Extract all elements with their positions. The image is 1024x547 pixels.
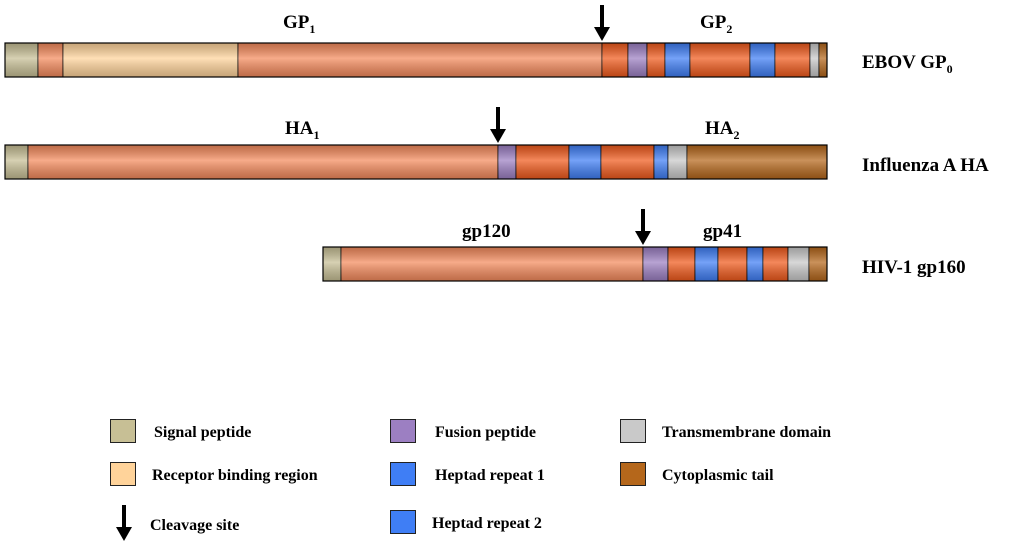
hiv-segment-signal (322, 246, 342, 282)
ebov-segment-dark_orange (601, 42, 629, 78)
flu-subunit2-label: HA2 (705, 118, 740, 142)
ebov-segment-gp_body (237, 42, 603, 78)
flu-bar-outline (4, 144, 828, 180)
ebov-protein-name: EBOV GP0 (862, 52, 953, 76)
flu-segment-gp_body (27, 144, 499, 180)
ebov-segment-signal (4, 42, 39, 78)
ebov-segment-cytoplasmic (818, 42, 828, 78)
ebov-cleavage-arrow-head (594, 27, 610, 41)
ebov-segment-fusion (627, 42, 648, 78)
ebov-segment-gp_body (37, 42, 64, 78)
legend-swatch-fusion (390, 419, 416, 443)
hiv-segment-cytoplasmic (808, 246, 828, 282)
legend-text-hr2: Heptad repeat 2 (432, 515, 542, 532)
ebov-subunit2-label: GP2 (700, 12, 733, 36)
hiv-cleavage-arrow-icon (635, 209, 651, 245)
hiv-segment-heptad (694, 246, 719, 282)
flu-segment-dark_orange (515, 144, 570, 180)
flu-segment-dark_orange (600, 144, 655, 180)
ebov-segment-receptor (62, 42, 239, 78)
flu-segment-signal (4, 144, 29, 180)
hiv-segment-gp_body (340, 246, 644, 282)
ebov-cleavage-arrow-icon (594, 5, 610, 41)
legend-swatch-hr1 (390, 462, 416, 486)
flu-segment-heptad (653, 144, 669, 180)
hiv-bar-outline (322, 246, 828, 282)
legend-text-fusion: Fusion peptide (435, 424, 536, 441)
legend-text-signal: Signal peptide (154, 424, 252, 441)
legend-swatch-hr2 (390, 510, 416, 534)
hiv-segment-dark_orange (717, 246, 748, 282)
legend-text-hr1: Heptad repeat 1 (435, 467, 545, 484)
flu-segment-transmembrane (667, 144, 688, 180)
ebov-segment-dark_orange (689, 42, 751, 78)
hiv-subunit1-label: gp120 (462, 221, 511, 242)
legend-swatch-signal (110, 419, 136, 443)
legend-text-cytoplasmic: Cytoplasmic tail (662, 467, 774, 484)
hiv-segment-heptad (746, 246, 764, 282)
flu-cleavage-arrow-head (490, 129, 506, 143)
hiv-segment-dark_orange (762, 246, 789, 282)
legend-swatch-cytoplasmic (620, 462, 646, 486)
hiv-cleavage-arrow-head (635, 231, 651, 245)
ebov-segment-heptad (664, 42, 691, 78)
flu-subunit1-label: HA1 (285, 118, 320, 142)
ebov-segment-transmembrane (809, 42, 820, 78)
legend-text-receptor: Receptor binding region (152, 467, 318, 484)
legend-swatch-receptor (110, 462, 136, 486)
flu-segment-heptad (568, 144, 602, 180)
ebov-subunit1-label: GP1 (283, 12, 316, 36)
flu-cleavage-arrow-icon (490, 107, 506, 143)
flu-segment-cytoplasmic (686, 144, 828, 180)
hiv-segment-transmembrane (787, 246, 810, 282)
flu-protein-name: Influenza A HA (862, 155, 989, 176)
hiv-protein-name: HIV-1 gp160 (862, 257, 966, 278)
ebov-segment-heptad (749, 42, 776, 78)
ebov-segment-dark_orange (774, 42, 811, 78)
ebov-segment-dark_orange (646, 42, 666, 78)
legend-text-cleavage: Cleavage site (150, 517, 240, 534)
flu-segment-fusion (497, 144, 517, 180)
legend-swatch-transmembrane (620, 419, 646, 443)
hiv-segment-dark_orange (667, 246, 696, 282)
hiv-segment-fusion (642, 246, 669, 282)
legend-text-transmembrane: Transmembrane domain (662, 424, 832, 441)
hiv-subunit2-label: gp41 (703, 221, 743, 242)
ebov-bar-outline (4, 42, 828, 78)
legend-arrow-icon (116, 505, 132, 541)
